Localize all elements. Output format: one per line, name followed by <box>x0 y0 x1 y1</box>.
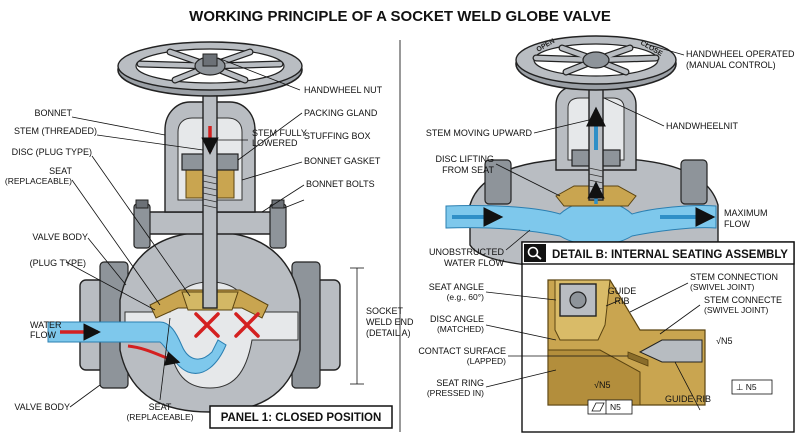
label-handwheel-operated: HANDWHEEL OPERATED <box>686 49 795 59</box>
panel1-caption-box <box>209 405 393 429</box>
label-valve-body: VALVE BODY <box>32 232 88 242</box>
label-stem-threaded: STEM (THREADED) <box>14 126 97 136</box>
panel2-labels: HANDWHEEL OPERATED (MANUAL CONTROL) HAND… <box>426 49 795 268</box>
label-swivel-joint-1: (SWIVEL JOINT) <box>690 282 755 292</box>
panel1-labels: BONNET STEM (THREADED) DISC (PLUG TYPE) … <box>5 85 414 422</box>
tolerance-frame-perpendicular <box>731 379 773 395</box>
label-unobstructed: UNOBSTRUCTED <box>429 247 505 257</box>
label-seat-ring: SEAT RING <box>436 378 484 388</box>
label-lowered: LOWERED <box>252 138 298 148</box>
label-bonnet-bolts: BONNET BOLTS <box>306 179 375 189</box>
label-perpendicular-n5: ⊥ N5 <box>736 382 757 392</box>
label-seat-sub: (REPLACEABLE) <box>5 176 72 186</box>
panel1-leader-lines <box>65 57 305 408</box>
label-handwheelnit: HANDWHEELNIT <box>666 121 739 131</box>
tolerance-frame-flatness <box>587 399 633 415</box>
label-disc-lifting: DISC LIFTING <box>435 154 494 164</box>
label-seat-bottom: SEAT <box>149 402 172 412</box>
label-packing-gland: PACKING GLAND <box>304 108 378 118</box>
label-seat-bottom-sub: (REPLACEABLE) <box>126 412 193 422</box>
open-valve-illustration: OPEN CLOSE <box>445 35 719 269</box>
label-guide: GUIDE <box>608 286 637 296</box>
label-handwheel-nut: HANDWHEEL NUT <box>304 85 383 95</box>
label-n5-left: √N5 <box>594 380 610 390</box>
label-plug-type: (PLUG TYPE) <box>30 258 86 268</box>
label-rib: RIB <box>614 296 629 306</box>
panel2-leader-lines <box>495 43 685 251</box>
label-seat: SEAT <box>49 166 72 176</box>
magnifier-icon-handle <box>535 254 542 260</box>
label-n5-frame: N5 <box>610 402 621 412</box>
label-weld-end: WELD END <box>366 317 414 327</box>
label-stem-connecte: STEM CONNECTE <box>704 295 782 305</box>
label-stem-moving-upward: STEM MOVING UPWARD <box>426 128 533 138</box>
label-valve-body-bottom: VALVE BODY <box>14 402 70 412</box>
label-seat-angle: SEAT ANGLE <box>429 282 484 292</box>
panel1-caption: PANEL 1: CLOSED POSITION <box>221 412 382 424</box>
flatness-icon <box>591 402 605 412</box>
detail-labels: SEAT ANGLE (e.g., 60°) GUIDE RIB STEM CO… <box>418 272 782 415</box>
page-title: WORKING PRINCIPLE OF A SOCKET WELD GLOBE… <box>189 8 611 25</box>
label-pressed-in: (PRESSED IN) <box>427 388 484 398</box>
label-maximum: MAXIMUM <box>724 208 768 218</box>
detail-leader-lines <box>485 282 701 411</box>
label-flow: FLOW <box>30 330 57 340</box>
label-disc-angle-sub: (MATCHED) <box>437 324 484 334</box>
label-contact-surface: CONTACT SURFACE <box>418 346 506 356</box>
label-bonnet: BONNET <box>34 108 72 118</box>
label-n5-right: √N5 <box>716 336 732 346</box>
closed-valve-illustration <box>47 41 364 413</box>
label-stem-connection: STEM CONNECTION <box>690 272 778 282</box>
label-water-flow: WATER FLOW <box>444 258 504 268</box>
label-water: WATER <box>30 320 62 330</box>
label-socket: SOCKET <box>366 306 404 316</box>
label-stem-fully: STEM FULLY <box>252 128 307 138</box>
label-bonnet-gasket: BONNET GASKET <box>304 156 381 166</box>
label-disc-plug-type: DISC (PLUG TYPE) <box>12 147 92 157</box>
magnifier-icon <box>527 246 539 258</box>
label-guide-rib-bottom: GUIDE RIB <box>665 394 711 404</box>
label-manual-control: (MANUAL CONTROL) <box>686 60 776 70</box>
detail-b-title: DETAIL B: INTERNAL SEATING ASSEMBLY <box>552 249 788 261</box>
label-seat-angle-sub: (e.g., 60°) <box>447 292 485 302</box>
label-max-flow: FLOW <box>724 219 751 229</box>
label-disc-angle: DISC ANGLE <box>430 314 484 324</box>
label-lapped: (LAPPED) <box>467 356 506 366</box>
label-swivel-joint-2: (SWIVEL JOINT) <box>704 305 769 315</box>
label-stuffing-box: STUFFING BOX <box>304 131 371 141</box>
detail-b-panel: DETAIL B: INTERNAL SEATING ASSEMBLY <box>521 241 795 433</box>
label-from-seat: FROM SEAT <box>442 165 494 175</box>
label-detail-a: (DETAIL A) <box>366 328 411 338</box>
